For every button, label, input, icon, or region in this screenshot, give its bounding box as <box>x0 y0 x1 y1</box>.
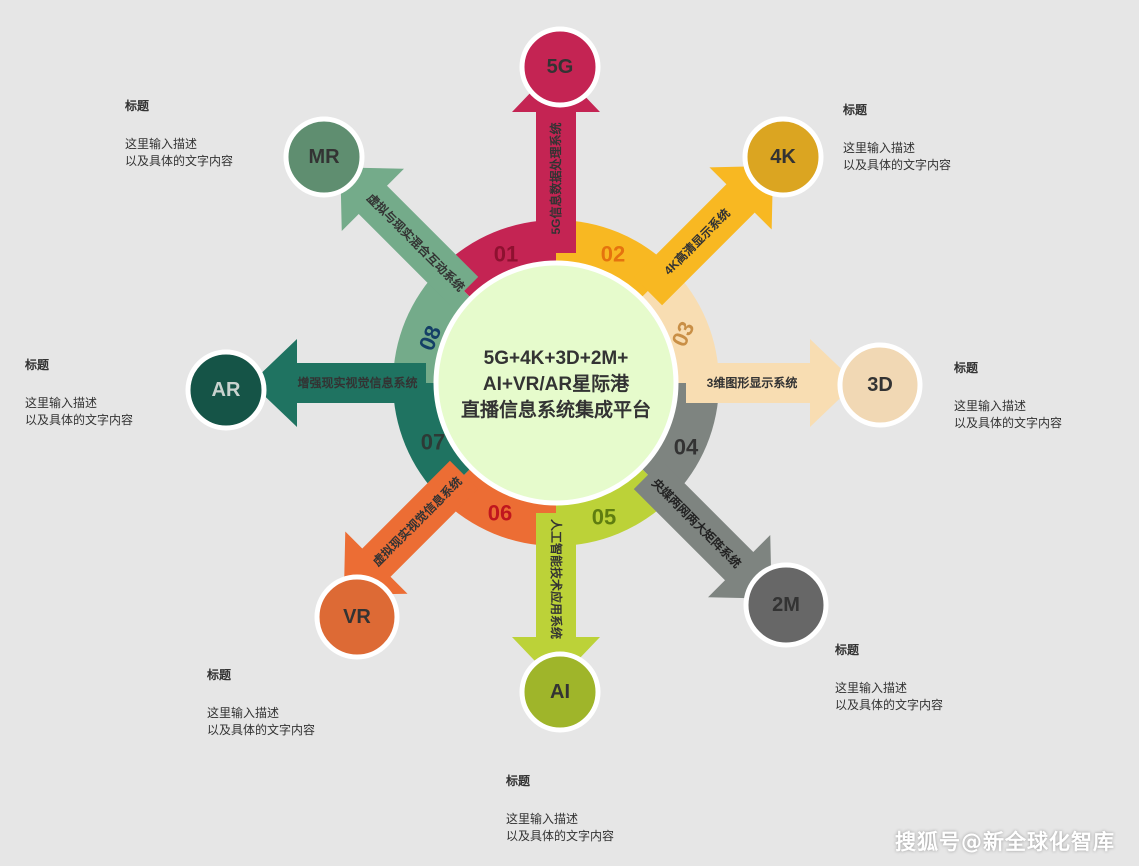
note-desc-line2: 以及具体的文字内容 <box>25 413 134 427</box>
node-circle-ai <box>519 651 601 733</box>
arrow-3d: 3维图形显示系统 <box>686 339 856 427</box>
node-mr: MR <box>283 116 365 198</box>
arrow-label-3d: 3维图形显示系统 <box>707 375 798 390</box>
node-5g: 5G <box>519 26 601 108</box>
segment-number-vr: 06 <box>488 501 512 526</box>
note-desc-line2: 以及具体的文字内容 <box>506 829 615 843</box>
note-desc-line1: 这里输入描述 <box>954 399 1027 413</box>
note-desc-line2: 以及具体的文字内容 <box>125 154 234 168</box>
node-label-vr: VR <box>343 606 371 628</box>
arrow-label-vr: 虚拟现实视觉信息系统 <box>369 474 464 569</box>
center-title-line2: AI+VR/AR星际港 <box>483 373 630 395</box>
note-desc-line1: 这里输入描述 <box>506 812 579 826</box>
node-label-ar: AR <box>212 379 241 401</box>
note-title: 标题 <box>843 103 868 117</box>
note-desc-line2: 以及具体的文字内容 <box>843 158 952 172</box>
note-desc-line2: 以及具体的文字内容 <box>835 698 944 712</box>
note-mr: 标题 这里输入描述 以及具体的文字内容 <box>125 98 315 170</box>
node-circle-2m <box>743 562 829 648</box>
node-label-5g: 5G <box>547 56 574 78</box>
node-label-ai: AI <box>550 681 570 703</box>
center-circle <box>433 260 679 506</box>
node-2m: 2M <box>743 562 829 648</box>
arrow-shape-2m <box>633 460 772 599</box>
note-desc-line1: 这里输入描述 <box>843 141 916 155</box>
node-label-4k: 4K <box>770 146 796 168</box>
arrow-label-2m: 央媒两网两大矩阵系统 <box>649 475 744 570</box>
arrow-shape-3d <box>686 339 856 427</box>
node-circle-ar <box>185 349 267 431</box>
arrow-label-5g: 5G信息数据处理系统 <box>548 122 563 234</box>
arrow-ar: 增强现实视觉信息系统 <box>251 339 426 427</box>
arrow-label-ai: 人工智能技术应用系统 <box>549 519 564 639</box>
segment-number-4k: 02 <box>601 242 625 267</box>
arrow-shape-ai <box>512 513 600 683</box>
segment-number-5g: 01 <box>494 242 518 267</box>
center-hub: 5G+4K+3D+2M+ AI+VR/AR星际港 直播信息系统集成平台 <box>433 260 679 506</box>
note-title: 标题 <box>25 358 50 372</box>
arrow-shape-ar <box>251 339 426 427</box>
node-label-2m: 2M <box>772 594 800 616</box>
segment-number-ar: 07 <box>421 430 445 455</box>
node-label-mr: MR <box>308 146 340 168</box>
note-ai: 标题 这里输入描述 以及具体的文字内容 <box>506 773 696 845</box>
note-desc-line1: 这里输入描述 <box>125 137 198 151</box>
note-ar: 标题 这里输入描述 以及具体的文字内容 <box>25 357 215 429</box>
segment-number-2m: 04 <box>674 435 699 460</box>
note-title: 标题 <box>125 99 150 113</box>
node-circle-4k <box>742 116 824 198</box>
node-circle-5g <box>519 26 601 108</box>
segment-number-ai: 05 <box>592 505 616 530</box>
arrow-5g: 5G信息数据处理系统 <box>512 66 600 253</box>
note-3d: 标题 这里输入描述 以及具体的文字内容 <box>954 360 1139 432</box>
arrow-shape-5g <box>512 66 600 253</box>
arrow-label-mr: 虚拟与现实混合互动系统 <box>364 190 468 294</box>
note-desc-line2: 以及具体的文字内容 <box>207 723 316 737</box>
note-title: 标题 <box>954 361 979 375</box>
note-desc-line1: 这里输入描述 <box>25 396 98 410</box>
arrow-shape-vr <box>343 460 479 596</box>
note-vr: 标题 这里输入描述 以及具体的文字内容 <box>207 667 397 739</box>
arrow-shape-4k <box>633 165 774 306</box>
node-ai: AI <box>519 651 601 733</box>
outer-nodes: 5G 4K 3D 2M AI VR AR MR <box>185 26 923 733</box>
node-circle-3d <box>837 342 923 428</box>
node-label-3d: 3D <box>867 374 893 396</box>
arrow-shape-mr <box>340 167 479 306</box>
note-4k: 标题 这里输入描述 以及具体的文字内容 <box>843 102 1033 174</box>
node-3d: 3D <box>837 342 923 428</box>
watermark: 搜狐号@新全球化智库 <box>895 830 1115 854</box>
node-circle-vr <box>314 574 400 660</box>
note-desc-line2: 以及具体的文字内容 <box>954 416 1063 430</box>
arrow-label-ar: 增强现实视觉信息系统 <box>297 375 417 390</box>
note-title: 标题 <box>207 668 232 682</box>
node-ar: AR <box>185 349 267 431</box>
note-title: 标题 <box>506 774 531 788</box>
note-title: 标题 <box>835 643 860 657</box>
node-vr: VR <box>314 574 400 660</box>
center-title-line1: 5G+4K+3D+2M+ <box>484 348 629 369</box>
node-4k: 4K <box>742 116 824 198</box>
note-desc-line1: 这里输入描述 <box>207 706 280 720</box>
node-circle-mr <box>283 116 365 198</box>
arrow-ai: 人工智能技术应用系统 <box>512 513 600 683</box>
note-desc-line1: 这里输入描述 <box>835 681 908 695</box>
note-2m: 标题 这里输入描述 以及具体的文字内容 <box>835 642 1025 714</box>
center-title-line3: 直播信息系统集成平台 <box>461 398 651 421</box>
